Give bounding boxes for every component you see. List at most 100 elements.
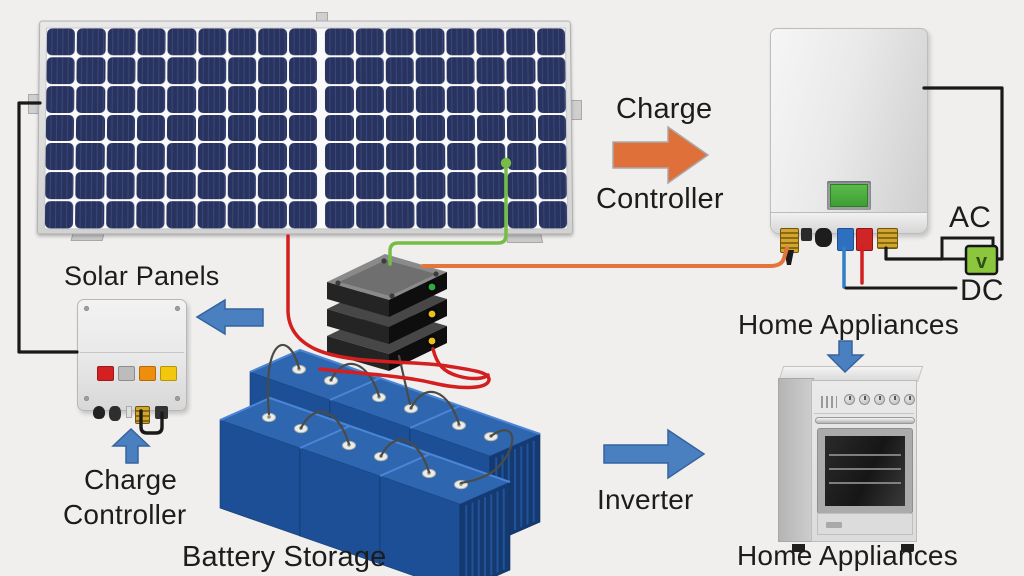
battery-rim xyxy=(379,452,511,483)
solar-cell xyxy=(45,172,74,200)
solar-cell xyxy=(137,85,166,113)
solar-panel xyxy=(36,20,574,235)
solar-cell xyxy=(325,143,354,171)
solar-cell xyxy=(167,114,196,142)
wire-inverter-ac-out xyxy=(884,246,944,261)
solar-cell xyxy=(288,28,318,56)
voltmeter-box xyxy=(964,244,999,276)
inverter-port-dc-pos xyxy=(856,228,873,251)
battery-module-stack xyxy=(327,254,447,371)
inverter-port-pv-tip xyxy=(784,250,794,265)
solar-cell xyxy=(537,114,567,142)
solar-cell xyxy=(538,201,568,229)
battery-terminal xyxy=(452,420,466,431)
solar-cell xyxy=(167,57,197,84)
solar-cell xyxy=(45,143,75,171)
solar-cell xyxy=(446,114,476,142)
terminal-pin xyxy=(329,378,333,382)
solar-cell xyxy=(46,28,76,56)
solar-cell xyxy=(288,57,318,84)
solar-cell xyxy=(197,172,226,200)
battery-rim xyxy=(329,376,461,407)
stove-drawer xyxy=(817,513,913,535)
battery-rim xyxy=(299,424,431,455)
battery-face xyxy=(299,425,431,477)
panel-divider xyxy=(319,115,323,142)
solar-cell xyxy=(258,28,287,56)
battery-rim xyxy=(219,396,351,427)
solar-cell xyxy=(325,28,354,56)
terminal-pin xyxy=(489,434,493,438)
solar-cell xyxy=(537,143,567,171)
battery-face xyxy=(459,481,511,576)
battery xyxy=(249,348,381,489)
solar-cell xyxy=(258,201,287,229)
indicator-gray xyxy=(118,366,135,381)
solar-cell xyxy=(166,201,196,229)
stove-knob xyxy=(904,394,915,405)
solar-cell xyxy=(355,172,385,200)
module-front-face xyxy=(327,309,389,344)
solar-cell xyxy=(355,114,384,142)
module-side-face xyxy=(389,326,447,371)
solar-cell xyxy=(385,28,414,56)
module-top-face xyxy=(327,254,447,300)
battery xyxy=(409,404,541,545)
solar-cell xyxy=(197,57,227,84)
solar-cell xyxy=(288,85,318,113)
solar-cell xyxy=(197,201,226,229)
battery-terminal xyxy=(454,479,468,490)
solar-cell xyxy=(536,57,566,84)
battery xyxy=(329,376,461,517)
solar-cell xyxy=(416,85,445,113)
stove-control-panel xyxy=(814,387,915,414)
solar-cell xyxy=(385,114,415,142)
stove-display-icon xyxy=(821,396,837,408)
terminal-pin xyxy=(297,367,301,371)
label-charge-left-line2: Controller xyxy=(63,499,187,530)
solar-cell xyxy=(386,172,415,200)
solar-cell xyxy=(506,85,536,113)
battery-terminal xyxy=(374,451,388,462)
inverter-screen xyxy=(830,184,868,207)
led-ring xyxy=(426,281,438,293)
panel-divider xyxy=(319,57,323,84)
solar-cell xyxy=(75,172,105,200)
solar-cell xyxy=(506,28,535,56)
solar-cell xyxy=(476,114,506,142)
oven-rack xyxy=(829,454,901,457)
panel-divider xyxy=(319,143,323,170)
solar-cell xyxy=(477,172,506,200)
battery-face xyxy=(219,419,301,537)
solar-cell xyxy=(137,28,166,56)
battery-face xyxy=(299,425,351,537)
solar-cell xyxy=(445,28,475,56)
led-ring xyxy=(426,308,438,320)
stove-foot xyxy=(901,544,914,552)
screw-icon xyxy=(381,258,387,264)
battery-face xyxy=(249,349,381,401)
battery-jumper-wires xyxy=(266,343,514,485)
inverter-port-aux1 xyxy=(801,228,812,241)
screw-icon xyxy=(433,271,439,277)
screw-icon xyxy=(84,306,89,311)
solar-cell xyxy=(386,201,415,229)
screw-icon xyxy=(175,306,180,311)
solar-cell xyxy=(507,143,537,171)
oven-rack xyxy=(829,482,901,485)
solar-cell xyxy=(355,143,385,171)
battery-terminal xyxy=(342,440,356,451)
solar-cell xyxy=(355,57,384,84)
solar-cell xyxy=(77,28,106,56)
solar-cell xyxy=(258,114,287,142)
module-front-face xyxy=(327,282,389,317)
solar-cell xyxy=(507,172,537,200)
solar-cell xyxy=(476,57,505,84)
screw-icon xyxy=(175,396,180,401)
arrow-right-blue-icon xyxy=(603,428,706,480)
solar-cell xyxy=(227,201,257,229)
solar-cell xyxy=(228,57,257,84)
solar-cell xyxy=(355,85,384,113)
controller-crease xyxy=(80,352,184,353)
module-top-face xyxy=(327,281,447,327)
